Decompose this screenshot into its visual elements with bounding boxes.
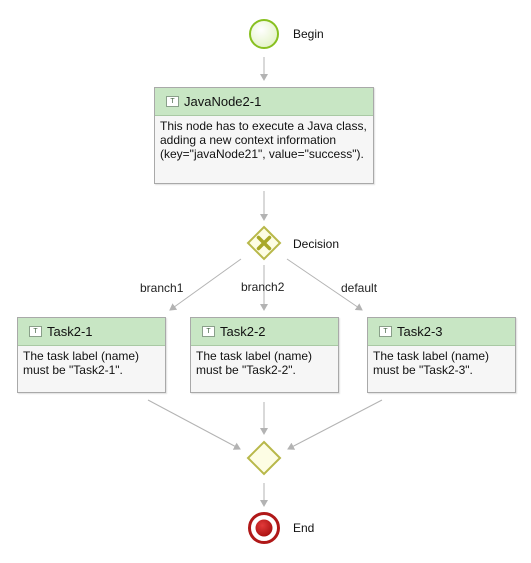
task-2-2[interactable]: T Task2-2 The task label (name) must be … [190, 317, 339, 393]
task-icon: T [379, 326, 392, 337]
end-event-icon[interactable] [247, 511, 281, 545]
task-title: Task2-3 [397, 324, 443, 339]
edge-task3-join [287, 399, 383, 450]
java-node-task[interactable]: T JavaNode2-1 This node has to execute a… [154, 87, 374, 184]
java-node-title: JavaNode2-1 [184, 94, 262, 109]
edge-label-branch1: branch1 [140, 281, 184, 295]
start-event-label: Begin [293, 27, 324, 41]
decision-gateway[interactable] [246, 225, 282, 261]
task-description: The task label (name) must be "Task2-3". [373, 349, 490, 377]
edge-label-default: default [341, 281, 378, 295]
edge-label-branch2: branch2 [241, 280, 285, 294]
task-2-1[interactable]: T Task2-1 The task label (name) must be … [17, 317, 166, 393]
edge-task1-join [147, 399, 241, 450]
task-header: T Task2-2 [191, 318, 338, 346]
task-header: T Task2-3 [368, 318, 515, 346]
task-title: Task2-1 [47, 324, 93, 339]
task-icon: T [202, 326, 215, 337]
java-node-header: T JavaNode2-1 [155, 88, 373, 116]
task-2-3[interactable]: T Task2-3 The task label (name) must be … [367, 317, 516, 393]
task-header: T Task2-1 [18, 318, 165, 346]
task-description: The task label (name) must be "Task2-2". [196, 349, 313, 377]
edge-decision-task1 [169, 258, 242, 311]
decision-label: Decision [293, 237, 340, 251]
join-gateway[interactable] [246, 440, 282, 476]
edge-decision-task3 [286, 258, 363, 311]
end-event-label: End [293, 521, 315, 535]
x-icon [256, 235, 272, 251]
task-title: Task2-2 [220, 324, 266, 339]
task-icon: T [29, 326, 42, 337]
java-node-description: This node has to execute a Java class, a… [160, 119, 367, 161]
task-icon: T [166, 96, 179, 107]
start-event-icon[interactable] [248, 18, 280, 50]
task-description: The task label (name) must be "Task2-1". [23, 349, 140, 377]
